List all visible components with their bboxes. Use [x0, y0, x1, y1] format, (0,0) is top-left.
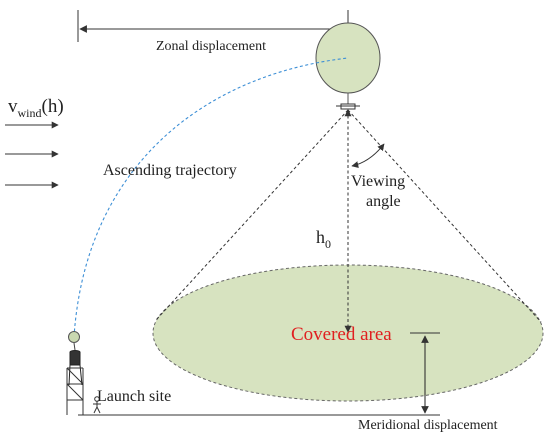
launch-person: [68, 350, 83, 386]
wind-v: v: [8, 96, 18, 117]
viewing-angle-label-line1: Viewing: [351, 173, 406, 190]
altitude-subscript: 0: [325, 237, 331, 251]
viewing-angle-label-line2: angle: [366, 193, 401, 210]
altitude-h: h: [316, 227, 325, 247]
zonal-displacement-label: Zonal displacement: [156, 39, 267, 54]
viewing-angle-arc: [351, 143, 385, 169]
balloon: [315, 22, 381, 94]
altitude-label: h0: [316, 227, 331, 250]
wind-subscript: wind: [17, 106, 42, 120]
ascending-trajectory: [73, 57, 349, 338]
viewing-cone-right: [347, 109, 542, 323]
launch-balloon-string: [73, 342, 76, 351]
launch-site-label: Launch site: [97, 388, 172, 405]
wind-h: (h): [41, 96, 64, 117]
ascending-trajectory-label: Ascending trajectory: [103, 162, 237, 179]
launch-balloon: [68, 331, 80, 343]
launch-tower: [66, 367, 84, 415]
meridional-displacement-label: Meridional displacement: [358, 418, 498, 433]
viewing-cone-left: [155, 109, 349, 321]
covered-area-label: Covered area: [291, 324, 392, 345]
stick-figure: [93, 396, 101, 414]
wind-speed-label: vwind(h): [8, 96, 64, 119]
